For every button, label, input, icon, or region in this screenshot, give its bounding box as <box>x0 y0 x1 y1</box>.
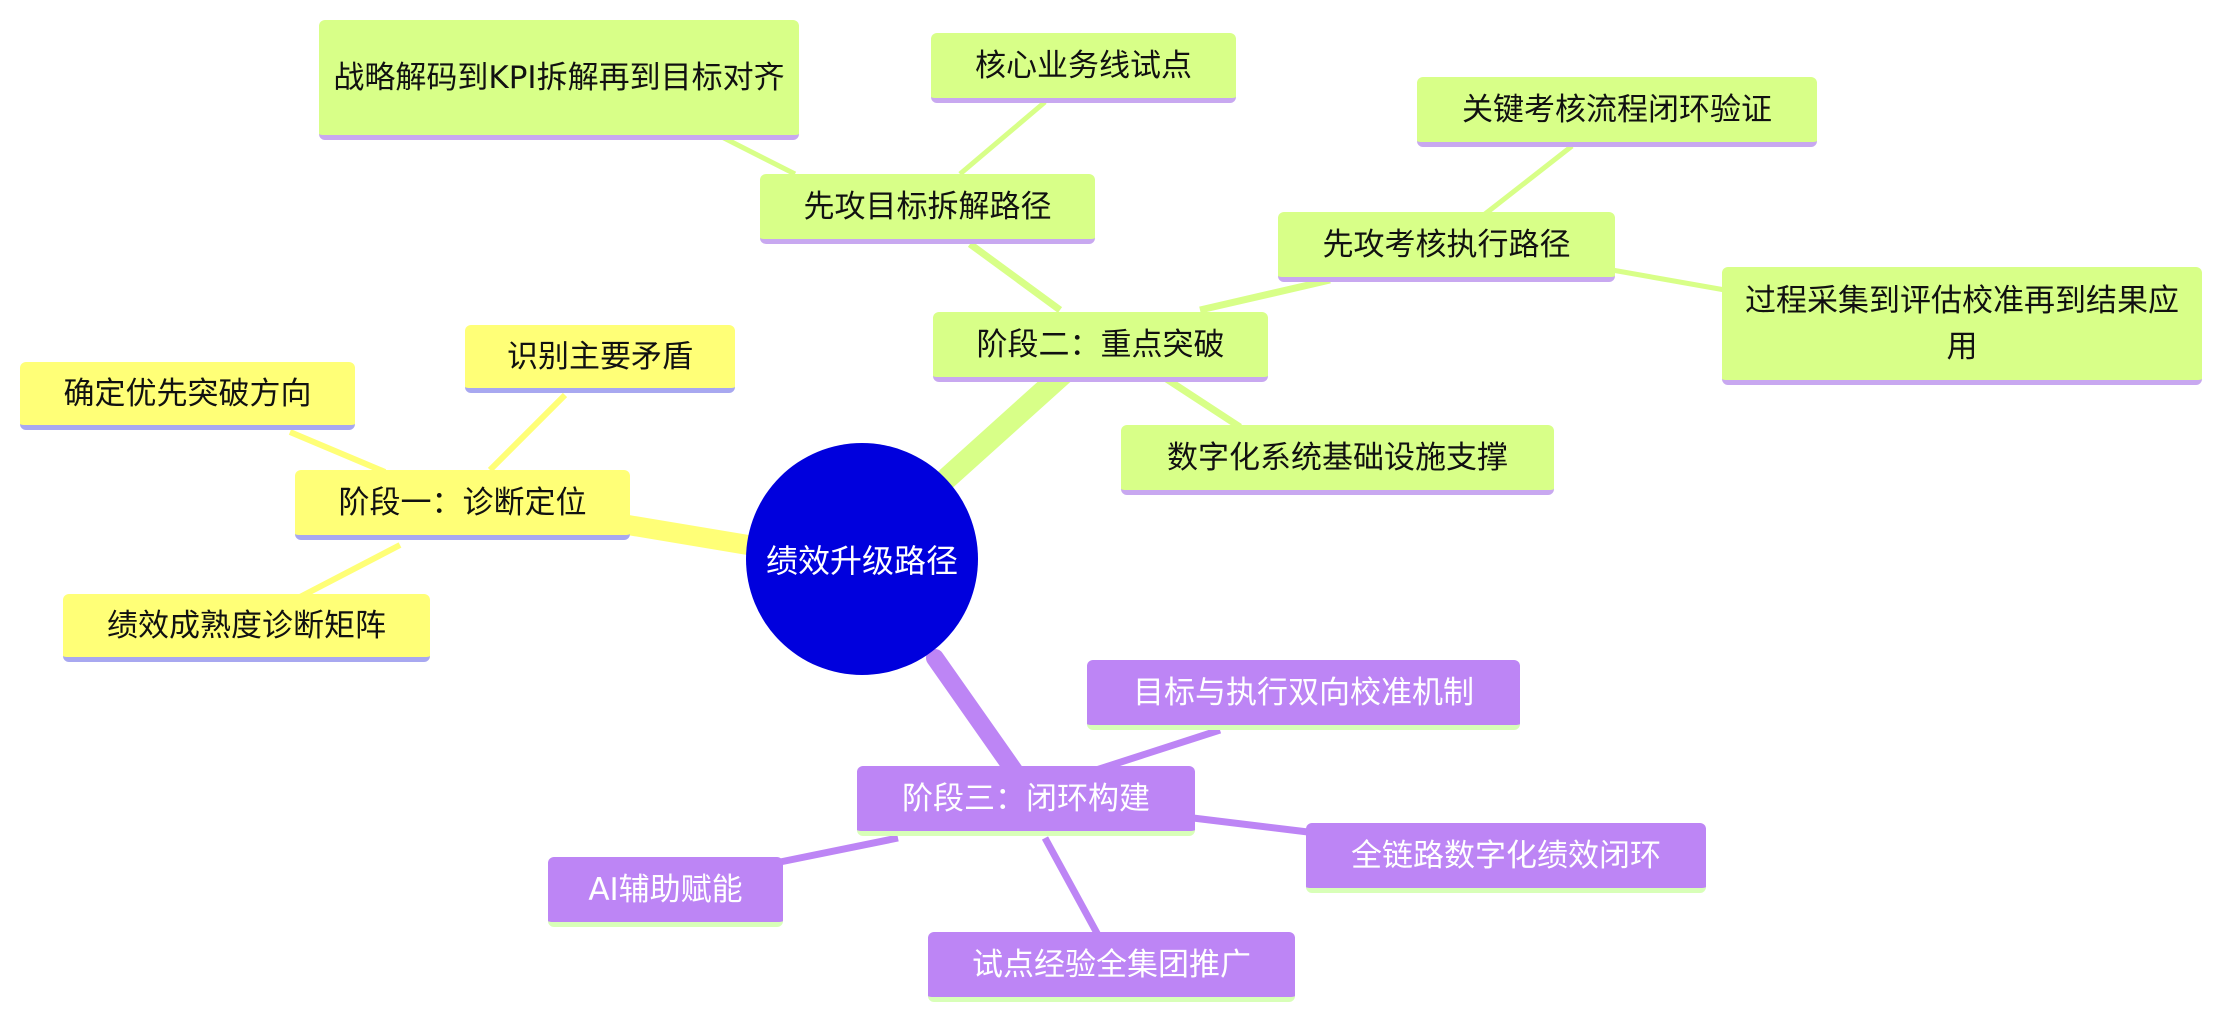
node-core-pilot-label: 核心业务线试点 <box>975 47 1192 84</box>
link-center-stage3 <box>926 649 1024 781</box>
link-stage3-rollout <box>1041 836 1102 937</box>
link-center-stage1 <box>618 515 758 555</box>
branch-stage3[interactable]: 阶段三：闭环构建 <box>857 766 1195 836</box>
node-process-collection-label: 过程采集到评估校准再到结果应用 <box>1745 282 2179 365</box>
center-label: 绩效升级路径 <box>765 542 958 580</box>
node-group-rollout[interactable]: 试点经验全集团推广 <box>928 932 1295 1002</box>
node-ai-enablement[interactable]: AI辅助赋能 <box>548 857 783 927</box>
link-stage2-assessment-path <box>1199 276 1331 314</box>
node-strategy-decoding[interactable]: 战略解码到KPI拆解再到目标对齐 <box>319 20 799 140</box>
node-ai-enablement-label: AI辅助赋能 <box>588 871 743 908</box>
branch-stage1[interactable]: 阶段一：诊断定位 <box>295 470 630 540</box>
branch-stage2-label: 阶段二：重点突破 <box>976 326 1225 363</box>
center-node[interactable]: 绩效升级路径 <box>746 443 978 675</box>
link-target-pilot <box>958 100 1047 176</box>
node-full-chain-loop[interactable]: 全链路数字化绩效闭环 <box>1306 823 1706 893</box>
node-target-path-label: 先攻目标拆解路径 <box>803 188 1052 225</box>
link-stage3-ai <box>779 834 899 866</box>
branch-stage3-label: 阶段三：闭环构建 <box>902 780 1150 817</box>
node-core-pilot[interactable]: 核心业务线试点 <box>931 33 1236 103</box>
branch-stage2[interactable]: 阶段二：重点突破 <box>933 312 1268 382</box>
node-priority-direction-label: 确定优先突破方向 <box>63 375 312 412</box>
node-digital-infrastructure[interactable]: 数字化系统基础设施支撑 <box>1121 425 1554 495</box>
node-assessment-path[interactable]: 先攻考核执行路径 <box>1278 212 1615 282</box>
node-assessment-loop-label: 关键考核流程闭环验证 <box>1462 91 1772 128</box>
node-identify-contradiction-label: 识别主要矛盾 <box>507 338 693 375</box>
node-maturity-matrix[interactable]: 绩效成熟度诊断矩阵 <box>63 594 430 662</box>
node-assessment-path-label: 先攻考核执行路径 <box>1322 226 1571 263</box>
node-identify-contradiction[interactable]: 识别主要矛盾 <box>465 325 735 393</box>
node-bidirectional-calibration[interactable]: 目标与执行双向校准机制 <box>1087 660 1520 730</box>
link-center-stage2 <box>934 361 1076 491</box>
node-process-collection[interactable]: 过程采集到评估校准再到结果应用 <box>1722 267 2202 385</box>
node-maturity-matrix-label: 绩效成熟度诊断矩阵 <box>107 607 386 644</box>
node-target-path[interactable]: 先攻目标拆解路径 <box>760 174 1095 244</box>
link-stage2-digital <box>1163 375 1242 430</box>
node-full-chain-loop-label: 全链路数字化绩效闭环 <box>1351 837 1661 874</box>
node-group-rollout-label: 试点经验全集团推广 <box>972 946 1251 983</box>
node-assessment-loop[interactable]: 关键考核流程闭环验证 <box>1417 77 1817 147</box>
link-assessment-loop <box>1483 144 1574 216</box>
link-stage1-contradiction <box>487 392 568 473</box>
link-target-strategy <box>718 133 797 177</box>
link-stage1-direction <box>288 429 387 475</box>
link-stage3-digital-loop <box>1192 814 1309 836</box>
link-assessment-process <box>1611 267 1726 293</box>
node-priority-direction[interactable]: 确定优先突破方向 <box>20 362 355 430</box>
node-bidirectional-calibration-label: 目标与执行双向校准机制 <box>1133 674 1474 711</box>
link-stage1-matrix <box>298 542 402 600</box>
node-strategy-decoding-label: 战略解码到KPI拆解再到目标对齐 <box>333 59 785 96</box>
branch-stage1-label: 阶段一：诊断定位 <box>338 484 587 521</box>
node-digital-infrastructure-label: 数字化系统基础设施支撑 <box>1167 439 1508 476</box>
link-stage2-target-path <box>967 241 1063 313</box>
link-stage3-calibration <box>1088 726 1222 776</box>
